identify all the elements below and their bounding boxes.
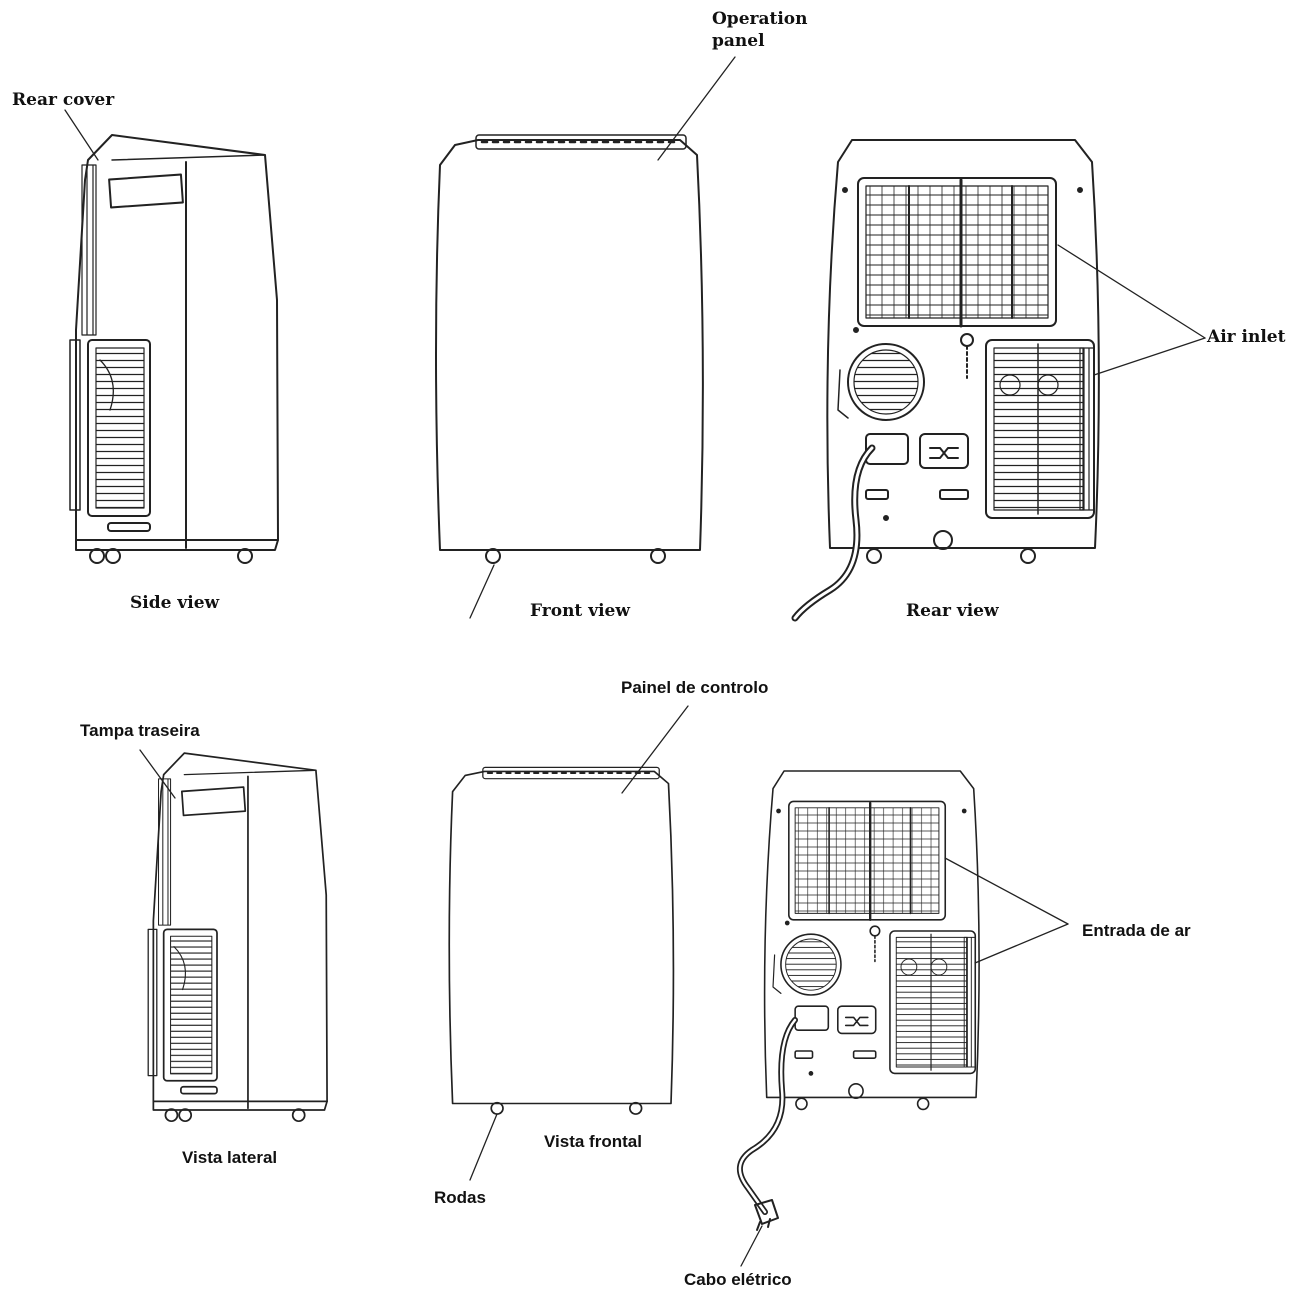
leader-painel <box>621 705 689 794</box>
label-cabo-eletrico: Cabo elétrico <box>684 1270 792 1289</box>
side-view-drawing <box>69 134 279 564</box>
label-front-view: Front view <box>530 601 630 621</box>
leader-operation-panel <box>657 56 736 161</box>
rear-view-drawing-pt <box>763 769 981 1111</box>
leader-tampa <box>139 749 176 799</box>
front-view-drawing-pt <box>448 766 675 1116</box>
label-vista-lateral: Vista lateral <box>182 1148 278 1167</box>
front-view-drawing <box>434 133 705 565</box>
label-air-inlet: Air inlet <box>1207 327 1286 347</box>
label-rear-view: Rear view <box>906 601 999 621</box>
leader-rear-cover <box>64 109 99 161</box>
plug-icon <box>754 1199 779 1231</box>
power-cable-pt <box>737 1017 798 1215</box>
label-operation-panel: Operation panel <box>712 9 808 52</box>
label-rodas: Rodas <box>434 1188 486 1207</box>
label-entrada-de-ar: Entrada de ar <box>1082 921 1191 940</box>
power-cable <box>791 444 876 622</box>
leader-rodas <box>469 1113 498 1181</box>
leader-air-inlet-upper <box>1057 244 1206 339</box>
rear-view-drawing <box>825 138 1101 565</box>
leader-entrada-upper <box>944 857 1069 925</box>
label-painel-de-controlo: Painel de controlo <box>621 678 769 697</box>
leader-cabo <box>740 1225 763 1267</box>
label-vista-frontal: Vista frontal <box>544 1132 642 1151</box>
label-tampa-traseira: Tampa traseira <box>80 721 200 740</box>
leader-air-inlet-lower <box>1093 337 1206 376</box>
label-side-view: Side view <box>130 593 220 613</box>
leader-wheels-top <box>469 564 495 619</box>
label-rear-cover: Rear cover <box>12 90 115 110</box>
side-view-drawing-pt <box>147 752 328 1123</box>
leader-entrada-lower <box>974 923 1069 964</box>
